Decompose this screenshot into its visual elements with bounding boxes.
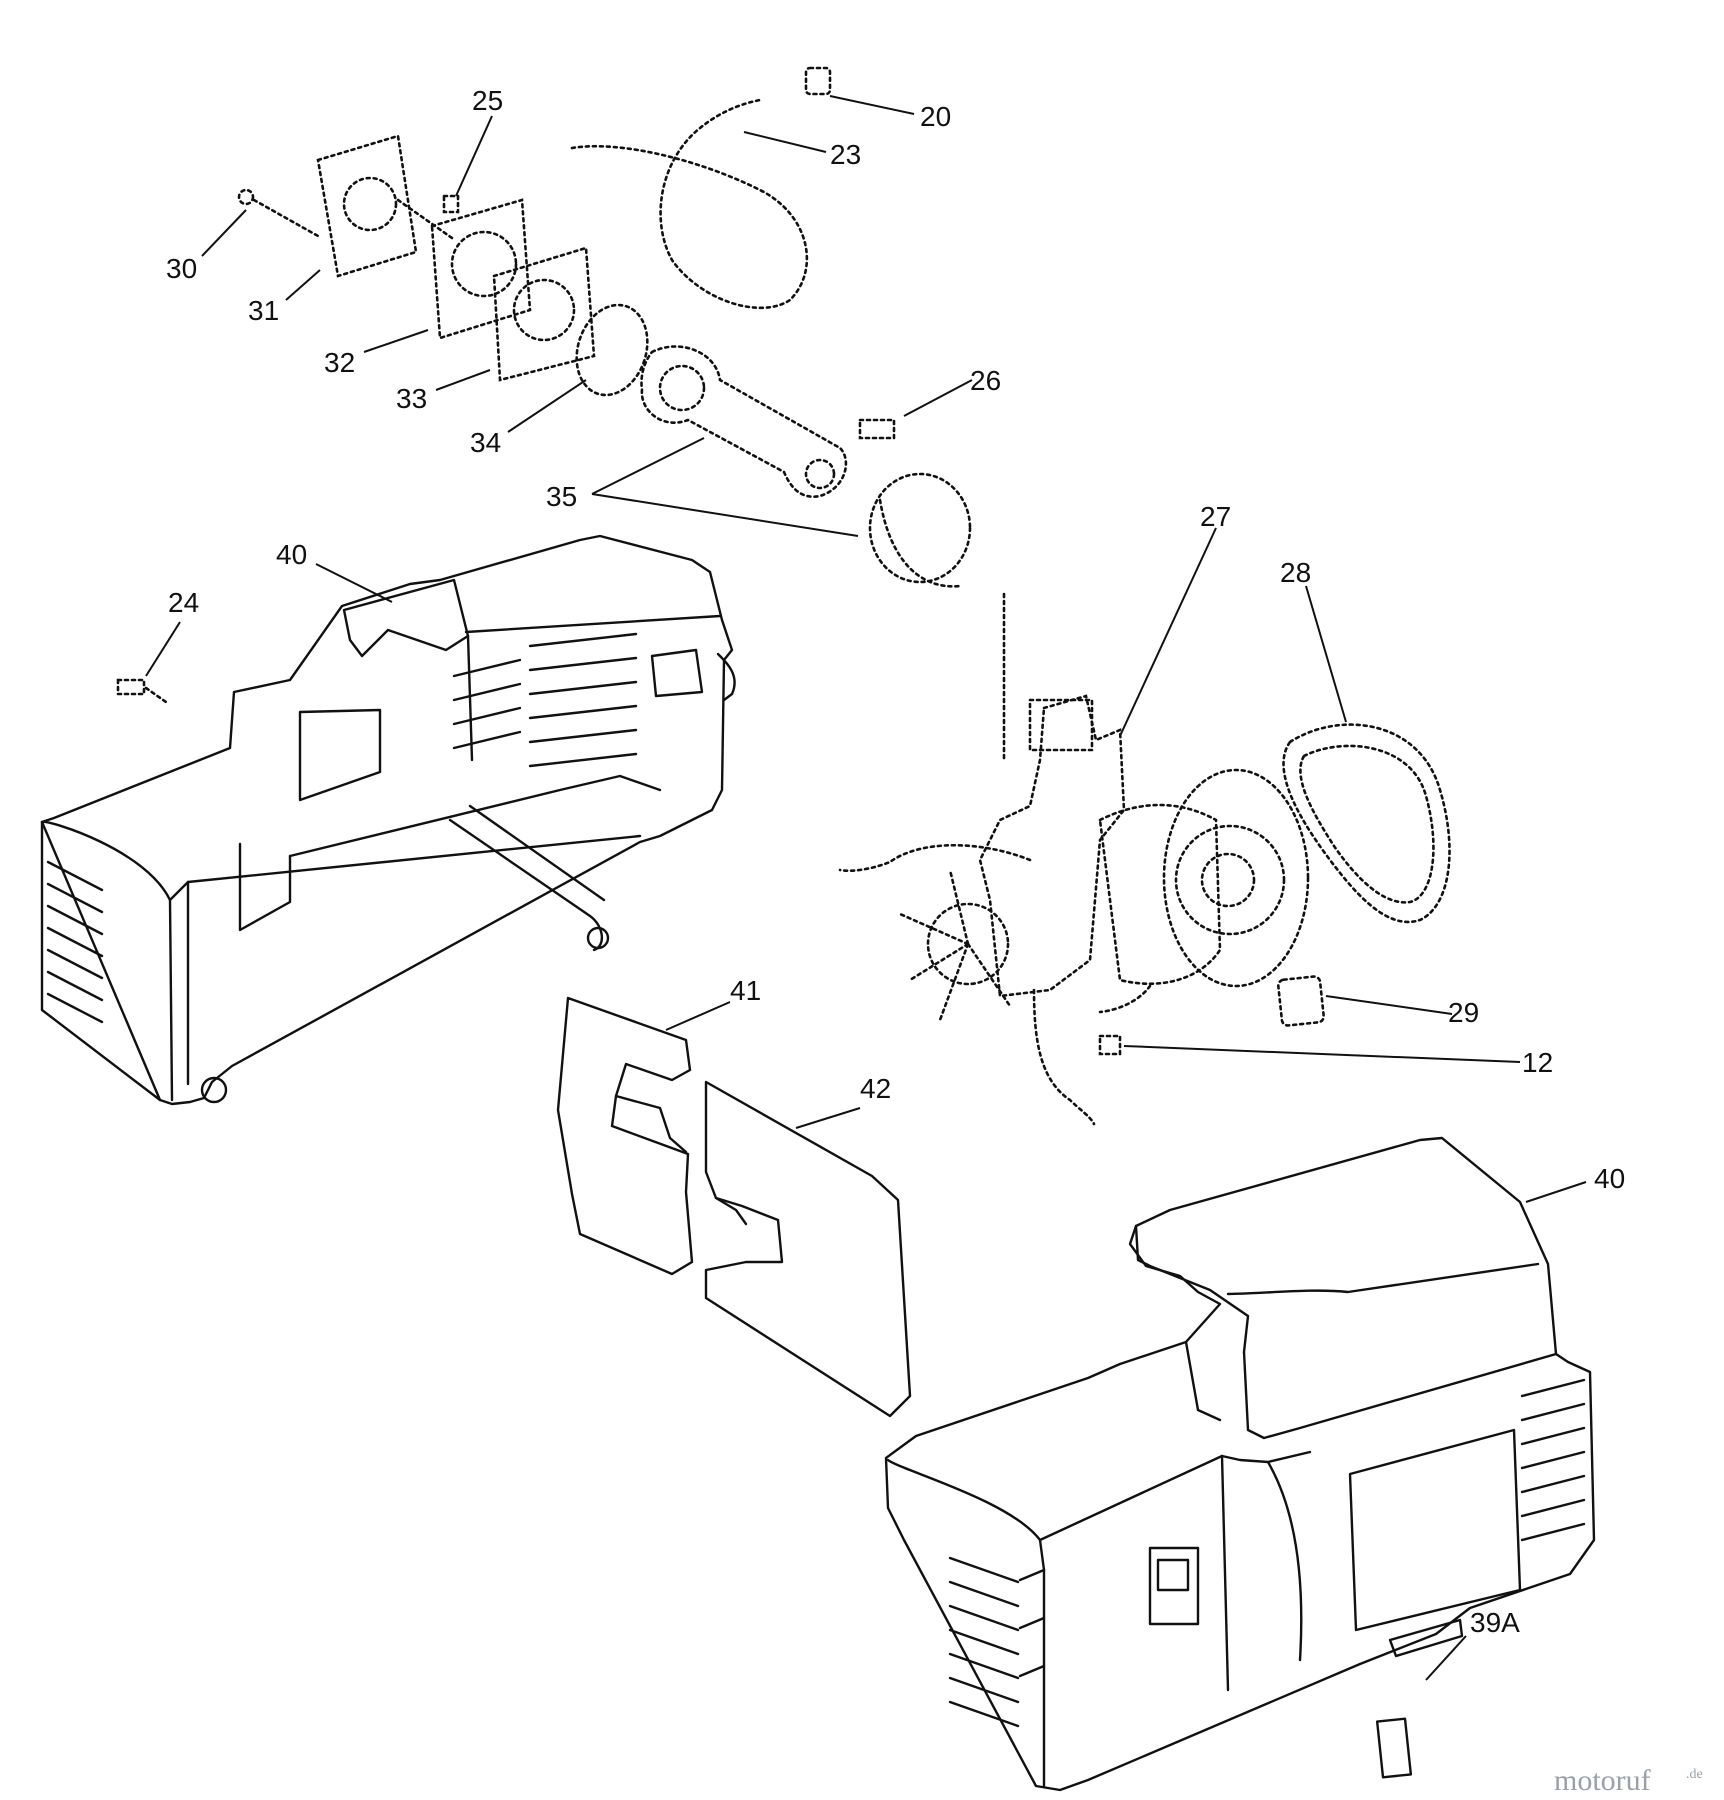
callout-33: 33: [396, 383, 427, 414]
callout-32: 32: [324, 347, 355, 378]
right-shroud-front-vents: [948, 1556, 1046, 1728]
callout-41: 41: [730, 975, 761, 1006]
watermark-brand: motoruf: [1554, 1764, 1651, 1797]
part-31-plate: [316, 134, 454, 278]
part-25-clip: [442, 194, 460, 214]
part-41-panel: [556, 996, 694, 1276]
callout-39a: 39A: [1470, 1607, 1520, 1638]
callout-31: 31: [248, 295, 279, 326]
callout-20: 20: [920, 101, 951, 132]
part-28-belt: [1282, 723, 1451, 924]
part-32-plate: [430, 198, 532, 340]
part-34-gasket: [575, 303, 649, 397]
callout-labels: 20 23 25 30 31 32 33 34 26 35 27 28 24 4…: [166, 85, 1625, 1638]
callout-27: 27: [1200, 501, 1231, 532]
callout-26: 26: [970, 365, 1001, 396]
watermark-logo: motoruf .de: [1554, 1764, 1703, 1797]
left-shroud-side-vents: [46, 860, 104, 1024]
callout-40-right: 40: [1594, 1163, 1625, 1194]
part-40-shroud-right: [884, 1136, 1596, 1792]
part-20-fitting: [804, 66, 832, 96]
callout-23: 23: [830, 139, 861, 170]
part-24-screw: [116, 678, 168, 704]
part-39a-pad: [1375, 1717, 1413, 1779]
part-40-shroud-left: [40, 534, 736, 1106]
part-30-screw: [237, 188, 320, 238]
callout-35: 35: [546, 481, 577, 512]
part-26-pin: [858, 418, 896, 440]
callout-25: 25: [472, 85, 503, 116]
callout-29: 29: [1448, 997, 1479, 1028]
watermark-tld: .de: [1686, 1767, 1703, 1782]
part-12-switch: [1098, 1034, 1122, 1056]
callout-12: 12: [1522, 1047, 1553, 1078]
part-35-connecting-rod: [640, 345, 848, 498]
part-33-plate: [492, 246, 596, 382]
part-29-pad: [1277, 975, 1325, 1027]
callout-42: 42: [860, 1073, 891, 1104]
part-35-cylinder: [868, 472, 1006, 762]
callout-40-left: 40: [276, 539, 307, 570]
part-27-motor-pump: [838, 694, 1310, 1126]
callout-34: 34: [470, 427, 501, 458]
part-42-panel: [704, 1080, 912, 1418]
left-shroud-vents-inner: [452, 632, 638, 768]
right-shroud-rear-vents: [1520, 1378, 1586, 1542]
callout-24: 24: [168, 587, 199, 618]
leader-lines: [145, 95, 1587, 1681]
callout-30: 30: [166, 253, 197, 284]
callout-28: 28: [1280, 557, 1311, 588]
part-23-tube: [570, 98, 809, 310]
